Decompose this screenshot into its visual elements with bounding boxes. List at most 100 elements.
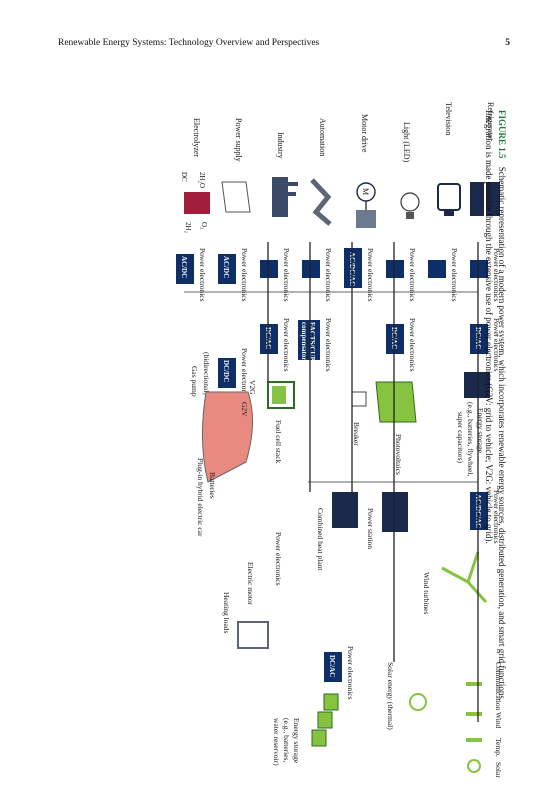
pe-label-fuel-cell: Power electronics — [282, 318, 291, 372]
power-supply-icon — [221, 181, 251, 213]
pe-box-light — [386, 260, 404, 278]
pe-box-industry — [260, 260, 278, 278]
pe-label-electrolyzer: Power electronics — [198, 248, 207, 302]
pe-label-pv: Power electronics — [408, 318, 417, 372]
radiator-icon — [237, 621, 269, 649]
wind-sensor-label: Wind — [494, 712, 503, 729]
refrigerator-icon — [470, 182, 500, 216]
pe-label-facts: Power electronics — [324, 318, 333, 372]
dc-symbol: DC — [180, 172, 188, 182]
pe-box-automation — [302, 260, 320, 278]
electrolyzer-icon: 2H₂O O₂ 2H₂ DC — [180, 172, 210, 234]
page-number: 5 — [505, 38, 510, 48]
thermometer-icon — [466, 738, 482, 742]
pe-box-fuel-cell — [260, 324, 278, 354]
load-power-electronics-column: Power electronics Power electronics Powe… — [176, 248, 501, 302]
pe-label-television: Power electronics — [450, 248, 459, 302]
bidirectional-label: (bidirectional) — [202, 352, 211, 395]
oxygen-symbol: O₂ — [200, 222, 208, 230]
breaker-icon — [351, 391, 367, 407]
battery-storage-icon — [464, 372, 490, 398]
pe-converter-facts: FACTS/CUPS — [308, 322, 316, 365]
load-label-refrigerator: Refrigerator — [486, 102, 495, 141]
caption-text-line1: Schematic representation of a modern pow… — [497, 166, 507, 702]
communication-label: Communication — [494, 662, 503, 711]
pe-box-storage — [470, 324, 488, 354]
pe-box-television — [428, 260, 446, 278]
pe-box-bidirectional — [218, 358, 236, 388]
load-label-television: Television — [444, 102, 453, 135]
temp-label: Temp. — [494, 738, 503, 757]
gas-pump-label: Gas pump — [190, 366, 199, 397]
thermal-storage-label-3: water reservoir) — [272, 718, 281, 766]
pe-converter-storage-thermal: DC/AC — [328, 655, 336, 677]
storage-label-1: Energy storage — [476, 408, 485, 454]
pe-box-facts — [298, 320, 320, 360]
pe-box-refrigerator — [470, 260, 488, 278]
pe-box-electrolyzer — [176, 254, 194, 284]
power-system-figure: Refrigerator Television Light (LED) Moto… — [176, 102, 503, 778]
water-symbol: 2H₂O — [198, 172, 206, 188]
photovoltaics-label: Photovoltaics — [394, 434, 403, 475]
factory-icon — [272, 177, 298, 217]
battery-bank-icon — [311, 693, 339, 747]
plug-in-car-icon — [201, 391, 254, 483]
load-label-light: Light (LED) — [402, 122, 411, 163]
pe-label-storage-thermal: Power electronics — [346, 646, 355, 700]
phev-label: Plug-in hybrid electric car — [196, 458, 205, 537]
pe-label-storage: Power electronics — [492, 318, 501, 372]
pe-converter-power-supply: AC/DC — [222, 256, 230, 278]
pe-box-power-supply — [218, 254, 236, 284]
motor-drive-icon: M — [356, 182, 376, 228]
pe-label-bidirectional: Power electronics — [240, 348, 249, 402]
power-station-icon — [382, 492, 408, 532]
v2g-label: V2G — [248, 380, 257, 395]
pe-box-wind — [470, 492, 488, 530]
solar-thermal-label: Solar energy (thermal) — [386, 662, 395, 730]
power-station-label: Power station — [366, 508, 375, 549]
sources-column: Communication Wind Temp. Solar Solar ene… — [272, 646, 503, 778]
pe-label-power-supply: Power electronics — [240, 248, 249, 302]
chp-label: Combined heat plant — [316, 508, 325, 571]
fuel-cell-icon — [267, 381, 295, 409]
load-label-electrolyzer: Electrolyzer — [192, 118, 201, 157]
pe-box-pv — [386, 324, 404, 354]
robot-arm-icon — [310, 178, 332, 226]
combined-heat-plant-icon — [332, 492, 358, 528]
pe-converter-electrolyzer: AC/DC — [180, 256, 188, 278]
storage-label-3: super capacitors) — [456, 412, 465, 464]
electric-motor-label: Electric motor — [246, 562, 255, 606]
pe-label-industry: Power electronics — [282, 248, 291, 302]
caption-text-line2: Integration is made possible through the… — [484, 110, 494, 544]
loads-column: Refrigerator Television Light (LED) Moto… — [180, 102, 500, 234]
fuel-cell-label: Fuel cell stack — [274, 420, 283, 464]
heating-loads-label: Heating loads — [222, 592, 231, 634]
running-title: Renewable Energy Systems: Technology Ove… — [58, 38, 320, 48]
storage-label-2: (e.g., batteries, flywheel, — [466, 402, 475, 476]
led-bulb-icon — [400, 192, 420, 219]
pe-label-automation: Power electronics — [324, 248, 333, 302]
pe-label-light: Power electronics — [408, 248, 417, 302]
hydrogen-symbol: 2H₂ — [184, 222, 192, 234]
sun-icon — [467, 759, 481, 773]
motor-symbol: M — [361, 188, 370, 195]
load-label-industry: Industry — [276, 132, 285, 159]
caption-label: FIGURE 1.5 — [497, 110, 507, 159]
pe-box-motor — [344, 248, 362, 288]
breaker-label: Breaker — [352, 422, 361, 446]
pe-label-refrigerator: Power electronics — [492, 248, 501, 302]
g2v-label: G2V — [240, 402, 249, 417]
thermal-storage-label-2: (e.g., batteries, — [282, 718, 291, 762]
pe-label-wind: Power electronics — [492, 490, 501, 544]
figure-caption: FIGURE 1.5 Schematic representation of a… — [464, 110, 508, 770]
grid-bus-lines — [184, 242, 479, 722]
pe-box-storage-thermal — [324, 652, 342, 682]
batteries-label: Batteries — [208, 472, 217, 499]
photovoltaic-panel-icon — [375, 381, 417, 423]
solar-label: Solar — [494, 762, 503, 778]
pe-converter-bidirectional: DC/DC — [222, 360, 230, 382]
generation-column: Power electronics AC/DC/AC Wind turbines… — [222, 490, 501, 649]
thermal-storage-label-1: Energy storage — [292, 718, 301, 764]
wind-turbine-icon — [441, 551, 488, 604]
running-header: Renewable Energy Systems: Technology Ove… — [58, 38, 510, 54]
